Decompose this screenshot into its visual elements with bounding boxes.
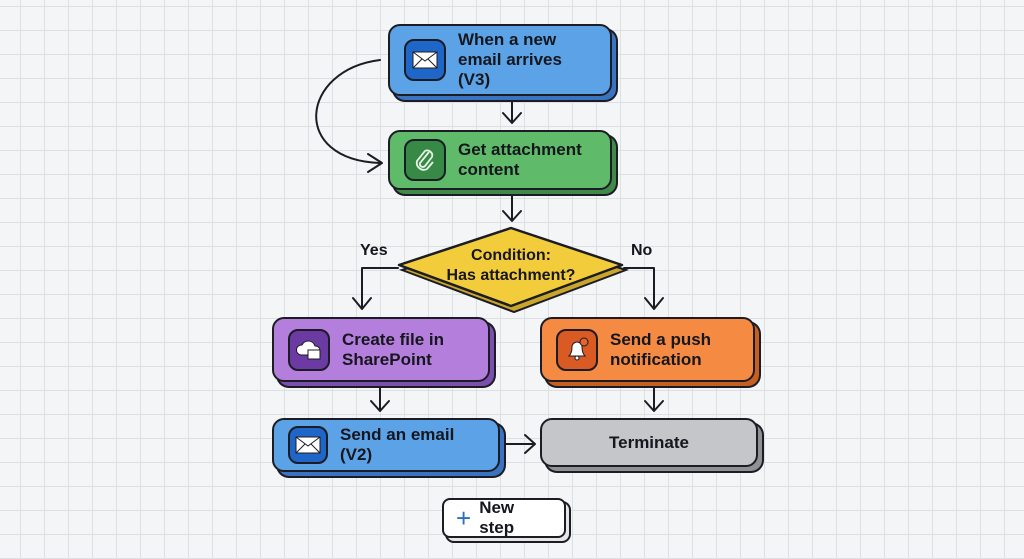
condition-diamond [397,226,630,314]
push-notification-label: Send a push notification [610,329,712,369]
get-attachment-label: Get attachment content [458,140,582,179]
push-notification-node[interactable]: Send a push notification [540,317,755,382]
send-email-label: Send an email (V2) [340,425,455,464]
terminate-node[interactable]: Terminate [540,418,758,467]
condition-title: Condition: [471,247,551,264]
arrow-trigger-to-attachment [502,97,522,124]
create-file-label: Create file in SharePoint [342,329,445,369]
arrow-email-to-terminate [505,434,536,454]
no-label: No [631,242,653,259]
arrow-yes [352,267,399,310]
loop-arrow [315,59,381,164]
condition-expression: Has attachment? [446,267,576,284]
send-email-node[interactable]: Send an email (V2) [272,418,500,472]
arrow-create-to-email [370,387,390,412]
cloud-folder-icon [288,328,330,371]
new-step-button[interactable]: + New step [442,498,566,538]
envelope-icon [404,39,446,81]
trigger-node[interactable]: When a new email arrives (V3) [388,24,612,96]
new-step-label: New step [479,498,515,537]
yes-label: Yes [360,242,388,259]
create-file-node[interactable]: Create file in SharePoint [272,317,490,382]
get-attachment-node[interactable]: Get attachment content [388,130,612,190]
condition-node[interactable]: Condition: Has attachment? [421,246,601,286]
envelope-icon [288,426,328,464]
plus-icon: + [456,503,472,533]
bell-icon [556,328,598,371]
arrow-attachment-to-condition [502,195,522,222]
arrow-push-to-terminate [644,387,664,412]
arrow-no [623,267,664,310]
terminate-label: Terminate [609,432,689,452]
paperclip-icon [404,139,446,181]
trigger-label: When a new email arrives (V3) [458,30,562,89]
